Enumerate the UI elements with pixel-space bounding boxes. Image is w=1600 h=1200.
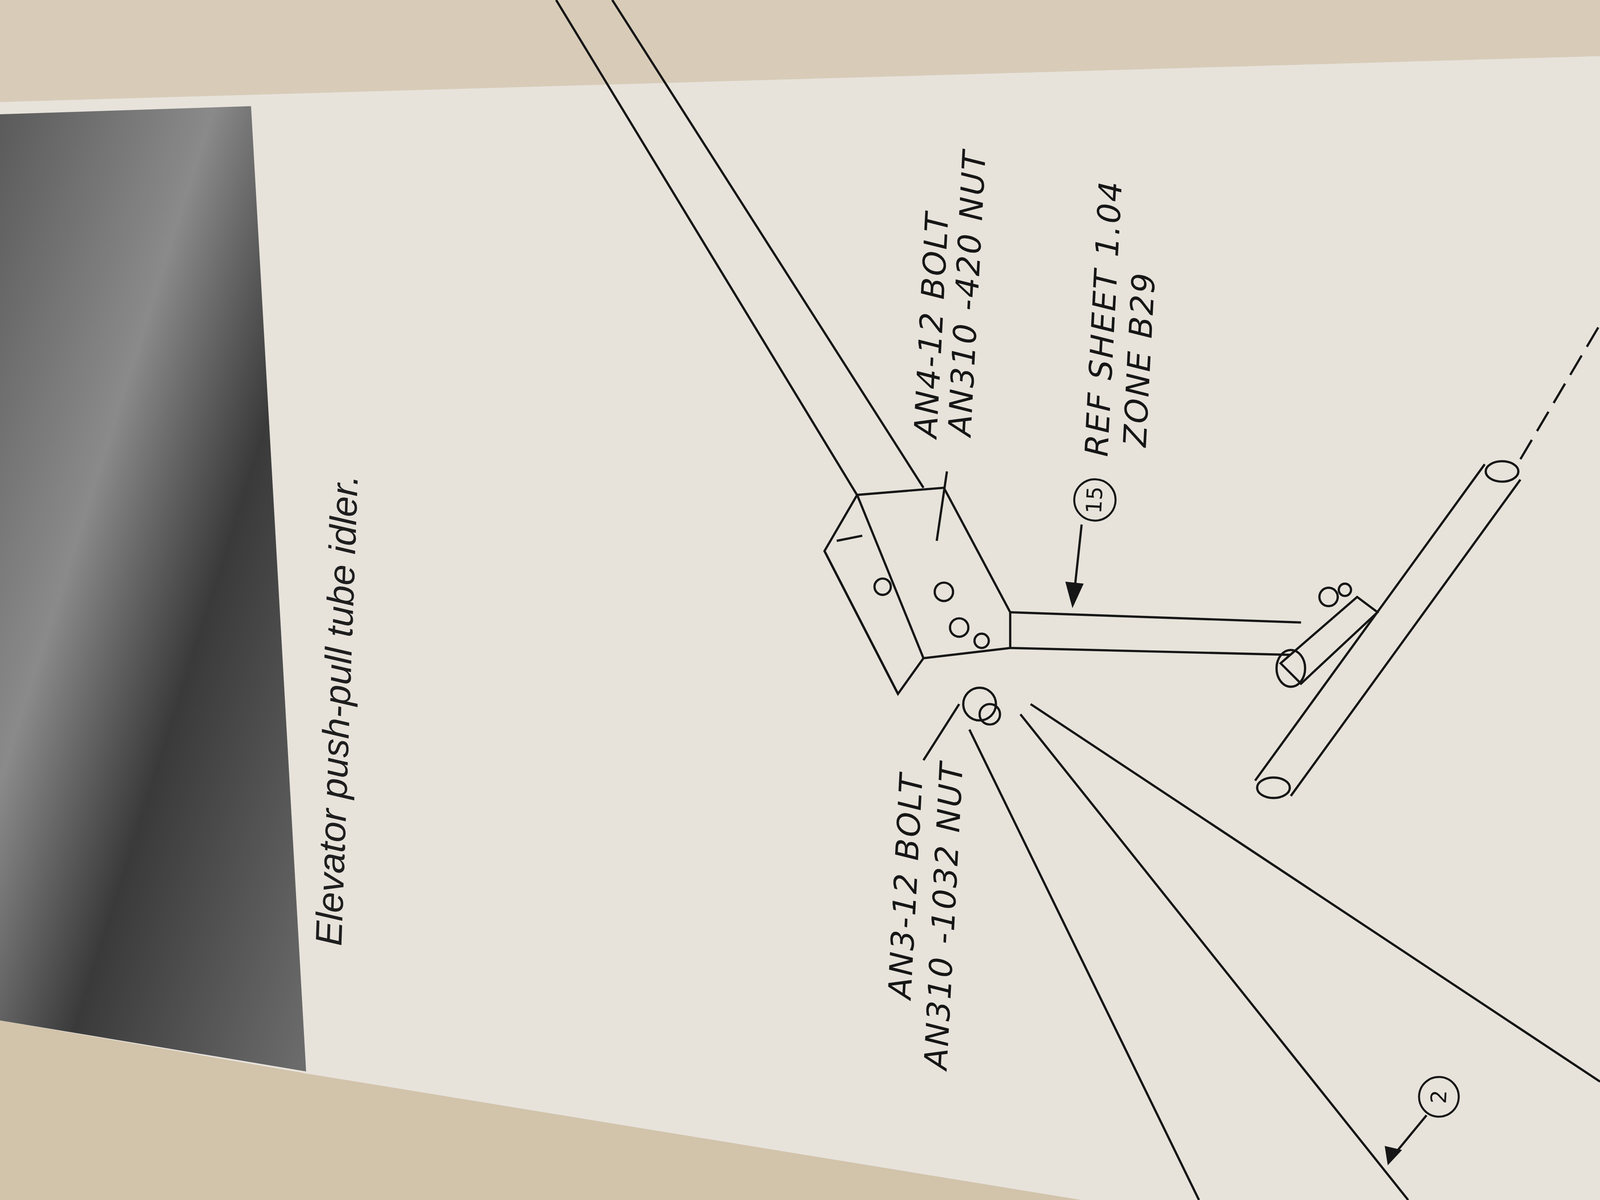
arrowhead [1065, 581, 1084, 609]
arrowhead [1384, 1146, 1402, 1166]
part-label: REF SHEET 1.04 [1080, 179, 1127, 458]
figure-caption: Elevator push-pull tube idler. [309, 473, 364, 947]
callout-circle: 2 [1417, 1075, 1461, 1119]
callout-number: 2 [1427, 1089, 1450, 1105]
photo [0, 105, 306, 1072]
page-edge [0, 0, 1600, 102]
part-label: AN3-12 BOLT [884, 771, 929, 1000]
callout-number: 15 [1083, 485, 1107, 514]
part-label: AN310 -420 NUT [944, 148, 991, 437]
callout-circle: 15 [1072, 477, 1118, 523]
part-label: AN310 -1032 NUT [919, 760, 968, 1071]
part-label: ZONE B29 [1119, 270, 1161, 448]
drawing [555, 0, 1600, 1200]
